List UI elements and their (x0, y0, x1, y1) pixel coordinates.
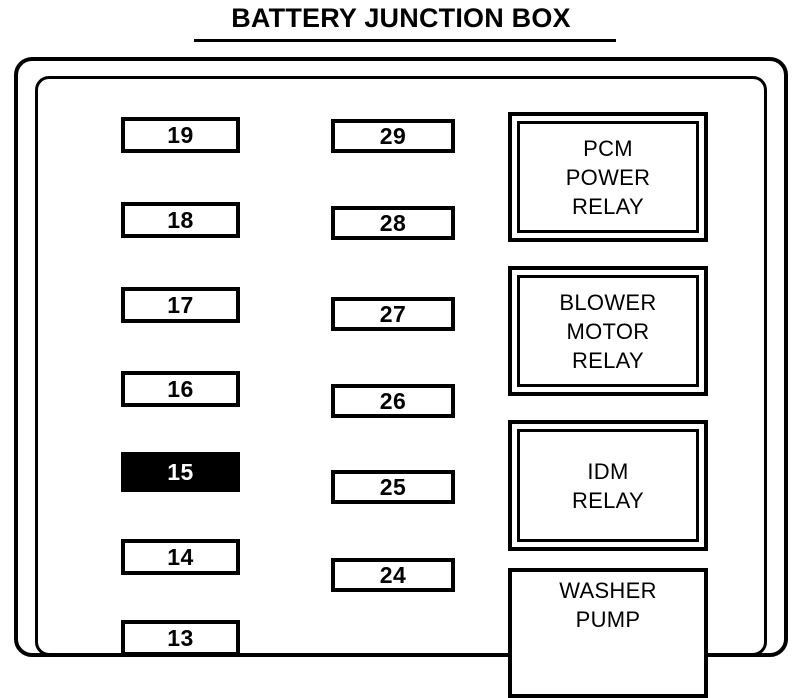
relay-line: IDM (587, 458, 629, 484)
fuse-label: 27 (379, 300, 407, 327)
fuse-label: 13 (167, 624, 194, 651)
fuse-label: 28 (379, 209, 407, 236)
fuse-label: 29 (379, 122, 407, 149)
relay-line: PUMP (575, 607, 641, 632)
fuse-label: 24 (379, 561, 407, 588)
fuse-29[interactable]: 29 (331, 119, 455, 153)
fuse-label: 14 (167, 543, 194, 570)
fuse-19[interactable]: 19 (121, 117, 240, 153)
fuse-label: 16 (167, 375, 194, 402)
fuse-15[interactable]: 15 (121, 452, 240, 492)
fuse-13[interactable]: 13 (121, 620, 240, 656)
relay-line: POWER (565, 164, 651, 190)
fuse-27[interactable]: 27 (331, 297, 455, 331)
relay-inner-frame: WASHER PUMP (512, 572, 704, 694)
title-underline (194, 39, 616, 42)
idm-relay[interactable]: IDM RELAY (508, 420, 708, 551)
fuse-16[interactable]: 16 (121, 371, 240, 407)
fuse-26[interactable]: 26 (331, 384, 455, 418)
relay-line: BLOWER (559, 289, 657, 315)
relay-inner-frame: BLOWER MOTOR RELAY (517, 275, 699, 387)
washer-pump-relay[interactable]: WASHER PUMP (508, 568, 708, 698)
fuse-24[interactable]: 24 (331, 558, 455, 592)
fuse-label: 19 (167, 121, 194, 148)
fuse-17[interactable]: 17 (121, 287, 240, 323)
fuse-label: 25 (379, 473, 407, 500)
fuse-25[interactable]: 25 (331, 470, 455, 504)
relay-inner-frame: IDM RELAY (517, 429, 699, 542)
relay-line: RELAY (571, 193, 644, 219)
fuse-label: 15 (167, 458, 194, 485)
fuse-label: 17 (167, 291, 194, 318)
relay-line: PCM (583, 135, 633, 161)
relay-line: MOTOR (566, 318, 650, 344)
blower-motor-relay[interactable]: BLOWER MOTOR RELAY (508, 266, 708, 396)
relay-line: RELAY (571, 487, 644, 513)
fuse-14[interactable]: 14 (121, 539, 240, 575)
relay-line: RELAY (571, 347, 644, 373)
relay-inner-frame: PCM POWER RELAY (517, 121, 699, 233)
fuse-label: 26 (379, 387, 407, 414)
fuse-18[interactable]: 18 (121, 202, 240, 238)
relay-line: WASHER (559, 578, 657, 603)
page-title: BATTERY JUNCTION BOX (231, 3, 571, 33)
pcm-power-relay[interactable]: PCM POWER RELAY (508, 112, 708, 242)
fuse-28[interactable]: 28 (331, 206, 455, 240)
fuse-label: 18 (167, 206, 194, 233)
